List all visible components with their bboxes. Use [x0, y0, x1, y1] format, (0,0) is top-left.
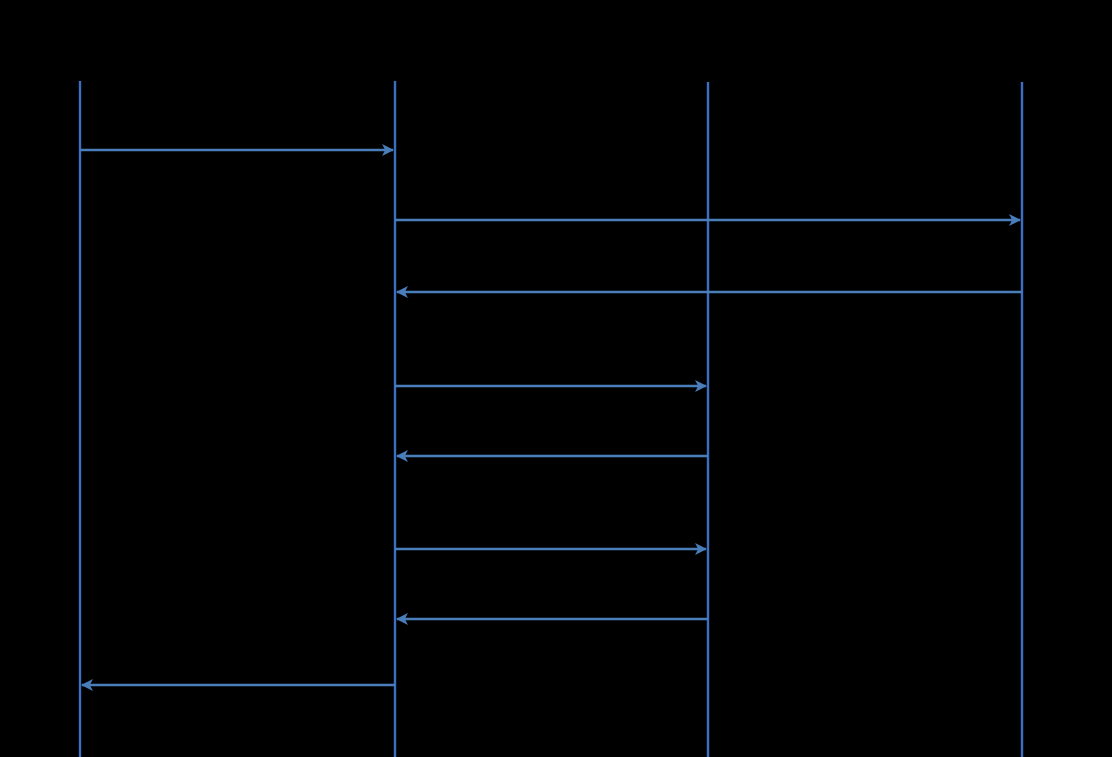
- lifelines-group: [78, 81, 1024, 757]
- messages-group: [80, 144, 1022, 691]
